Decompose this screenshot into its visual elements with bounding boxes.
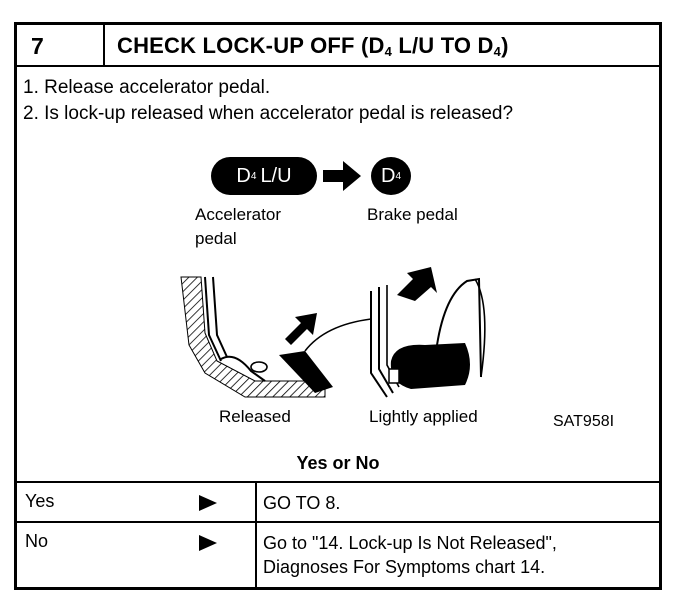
right-arrow-icon — [323, 161, 361, 191]
answer-no: No — [25, 531, 49, 551]
right-arrow-icon — [199, 535, 217, 551]
lightly-applied-state-label: Lightly applied — [369, 407, 478, 426]
figure-reference-code: SAT958I — [553, 413, 615, 430]
instruction-list: 1. Release accelerator pedal. 2. Is lock… — [23, 75, 513, 127]
answer-row-no: No Go to "14. Lock-up Is Not Released", … — [17, 523, 659, 589]
instruction-2: 2. Is lock-up released when accelerator … — [23, 103, 514, 124]
step-number: 7 — [17, 25, 105, 65]
answer-table: Yes GO TO 8. No Go to "14. Lock-up Is No… — [17, 481, 659, 589]
instruction-1: 1. Release accelerator pedal. — [23, 77, 271, 98]
diagnostic-step-card: 7 CHECK LOCK-UP OFF (D4 L/U TO D4) 1. Re… — [14, 22, 662, 590]
action-yes: GO TO 8. — [263, 493, 341, 513]
step-title: CHECK LOCK-UP OFF (D4 L/U TO D4) — [117, 33, 509, 59]
accelerator-pedal-label: Accelerator pedal — [195, 205, 281, 248]
answer-yes: Yes — [25, 491, 55, 511]
answer-row-yes: Yes GO TO 8. — [17, 483, 659, 523]
pedal-illustration — [180, 267, 486, 398]
column-divider — [255, 523, 257, 589]
column-divider — [255, 483, 257, 521]
brake-pedal-label: Brake pedal — [367, 205, 458, 224]
question-heading: Yes or No — [296, 453, 380, 473]
released-state-label: Released — [219, 407, 291, 426]
right-arrow-icon — [199, 495, 217, 511]
step-header: 7 CHECK LOCK-UP OFF (D4 L/U TO D4) — [17, 25, 659, 67]
action-no: Go to "14. Lock-up Is Not Released", Dia… — [263, 533, 557, 577]
